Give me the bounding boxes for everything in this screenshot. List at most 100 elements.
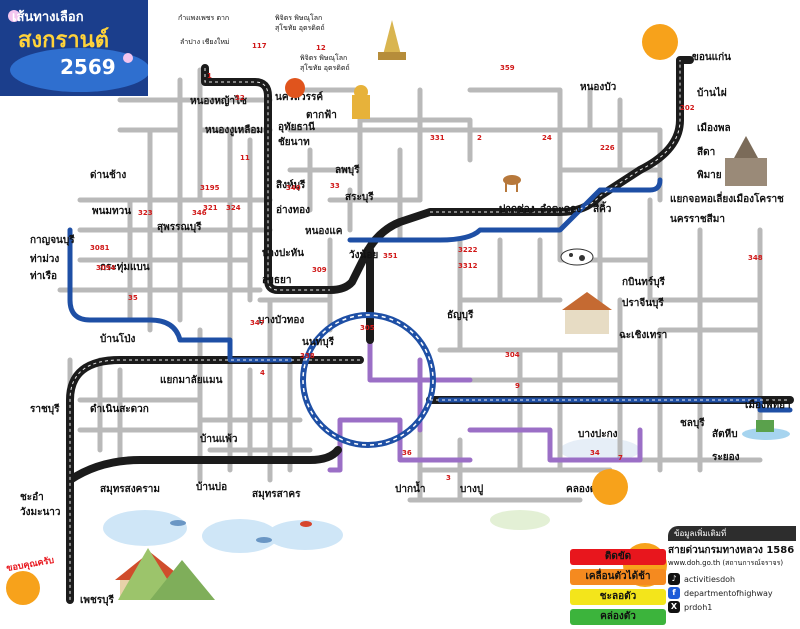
route-number: 340 xyxy=(286,184,301,192)
label-saraburi: สระบุรี xyxy=(345,191,374,203)
facebook-icon: f xyxy=(668,587,680,599)
label-rayong: ระยอง xyxy=(712,452,740,463)
label-bangpakong: บางปะกง xyxy=(578,428,618,440)
route-number: 321 xyxy=(203,204,218,212)
route-number: 3 xyxy=(446,474,451,482)
label-lamtakhong: ลำตะคอง xyxy=(540,203,581,215)
label-lopburi: ลพบุรี xyxy=(335,164,360,176)
title-banner: เส้นทางเลือก สงกรานต์ 2569 xyxy=(0,0,150,96)
hotline: สายด่วนกรมทางหลวง 1586 xyxy=(668,543,796,558)
route-number: 348 xyxy=(748,254,763,262)
route-number: 3094 xyxy=(96,264,116,272)
route-number: 9 xyxy=(515,382,520,390)
label-bangpu: บางปู xyxy=(460,483,483,496)
label-nongya: หนองหญ้าไซ xyxy=(190,94,247,107)
pagoda-illustration xyxy=(352,20,406,119)
label-uthai: อุทัยธานี xyxy=(278,121,315,133)
label-nongngu: หนองงูเหลือม xyxy=(205,124,263,137)
label-sukhothai2: สุโขทัย อุตรดิตถ์ xyxy=(300,63,350,72)
route-number: 24 xyxy=(542,134,552,142)
legend-flowing: คล่องตัว xyxy=(570,609,666,625)
label-pakchong: ปากช่อง xyxy=(499,203,535,215)
mountain-illustration xyxy=(118,548,215,600)
website-link[interactable]: www.doh.go.th (สถานการณ์จราจร) xyxy=(668,559,784,567)
route-number: 35 xyxy=(128,294,138,302)
label-dansang: ด่านช้าง xyxy=(90,169,126,181)
legend-slow-moving: เคลื่อนตัวได้ช้า xyxy=(570,569,666,585)
social-tiktok-handle: activitiesdoh xyxy=(684,574,736,584)
traffic-legend: ติดขัด เคลื่อนตัวได้ช้า ชะลอตัว คล่องตัว xyxy=(570,549,666,629)
route-number: 226 xyxy=(600,144,615,152)
route-number: 338 xyxy=(300,352,315,360)
route-number: 32 xyxy=(235,94,245,102)
label-samutsakhon: สมุทรสาคร xyxy=(252,489,301,500)
route-number: 36 xyxy=(402,449,412,457)
route-number: 3312 xyxy=(458,262,478,270)
legend-slowing: ชะลอตัว xyxy=(570,589,666,605)
route-number: 2 xyxy=(477,134,482,142)
label-kanchanaburi: กาญจนบุรี xyxy=(30,234,75,246)
label-banphaeo: บ้านแพ้ว xyxy=(200,433,238,445)
hotline-number[interactable]: 1586 xyxy=(766,545,795,556)
route-number: 3081 xyxy=(90,244,110,252)
legend-jammed: ติดขัด xyxy=(570,549,666,565)
route-number: 304 xyxy=(505,351,520,359)
label-wangnoi: วังน้อย xyxy=(349,249,378,261)
label-banpong: บ้านโป่ง xyxy=(100,332,136,345)
label-angthong: อ่างทอง xyxy=(276,204,310,216)
island-illustration xyxy=(742,420,790,440)
info-heading: ข้อมูลเพิ่มเติมที่ xyxy=(668,526,796,541)
label-samutsongkhram: สมุทรสงคราม xyxy=(100,484,160,495)
label-tharuea: ท่าเรือ xyxy=(30,270,57,282)
label-kamphaeng: กำแพงเพชร ตาก xyxy=(178,14,229,22)
social-x[interactable]: X prdoh1 xyxy=(668,601,796,613)
label-nongbua: หนองบัว xyxy=(580,81,617,93)
x-icon: X xyxy=(668,601,680,613)
water-decoration xyxy=(103,438,640,553)
route-number: 3222 xyxy=(458,246,478,254)
fish-illustration xyxy=(170,520,312,543)
label-damnoen: ดำเนินสะดวก xyxy=(90,403,149,415)
route-number: 34 xyxy=(590,449,600,457)
social-facebook[interactable]: f departmentofhighway xyxy=(668,587,796,599)
label-phanomthuan: พนมทวน xyxy=(92,206,131,217)
route-number: 359 xyxy=(500,64,515,72)
label-wangmanao: วังมะนาว xyxy=(20,506,61,518)
label-sida: สีดา xyxy=(697,146,715,158)
label-nakhonratchasima: นครราชสีมา xyxy=(670,213,725,225)
label-chainat: ชัยนาท xyxy=(278,136,310,148)
social-tiktok[interactable]: ♪ activitiesdoh xyxy=(668,573,796,585)
route-number: 346 xyxy=(192,209,207,217)
route-number: 324 xyxy=(226,204,241,212)
route-number: 7 xyxy=(618,454,623,462)
route-number: 347 xyxy=(250,319,265,327)
route-number: 351 xyxy=(383,252,398,260)
tiktok-icon: ♪ xyxy=(668,573,680,585)
label-suphanburi: สุพรรณบุรี xyxy=(157,221,202,233)
social-facebook-handle: departmentofhighway xyxy=(684,588,773,598)
route-number: 309 xyxy=(312,266,327,274)
route-number: 4 xyxy=(260,369,265,377)
label-banphai: บ้านไผ่ xyxy=(697,86,727,99)
social-x-handle: prdoh1 xyxy=(684,602,713,612)
label-prachinburi: ปราจีนบุรี xyxy=(622,297,664,309)
route-number: 202 xyxy=(680,104,695,112)
route-number: 323 xyxy=(138,209,153,217)
label-pattaya: เมืองพัทยา xyxy=(745,399,791,411)
label-chaam: ชะอำ xyxy=(20,491,44,503)
label-bangpahan: บางปะหัน xyxy=(262,247,304,259)
route-number: 1 xyxy=(207,72,212,80)
label-muangphon: เมืองพล xyxy=(697,122,731,134)
label-takfa: ตากฟ้า xyxy=(306,109,337,121)
info-panel: ข้อมูลเพิ่มเติมที่ สายด่วนกรมทางหลวง 158… xyxy=(668,526,796,615)
label-banbo: บ้านบ่อ xyxy=(196,481,227,493)
route-number: 3195 xyxy=(200,184,220,192)
label-paknam: ปากน้ำ xyxy=(395,481,425,495)
route-number: 33 xyxy=(330,182,340,190)
title-year: 2569 xyxy=(60,55,116,79)
label-phetchaburi: เพชรบุรี xyxy=(80,594,115,606)
label-ratchaburi: ราชบุรี xyxy=(30,403,60,415)
place-labels: กำแพงเพชร ตาก ลำปาง เชียงใหม่ พิจิตร พิษ… xyxy=(20,13,791,606)
label-nonthaburi: นนทบุรี xyxy=(302,336,335,348)
